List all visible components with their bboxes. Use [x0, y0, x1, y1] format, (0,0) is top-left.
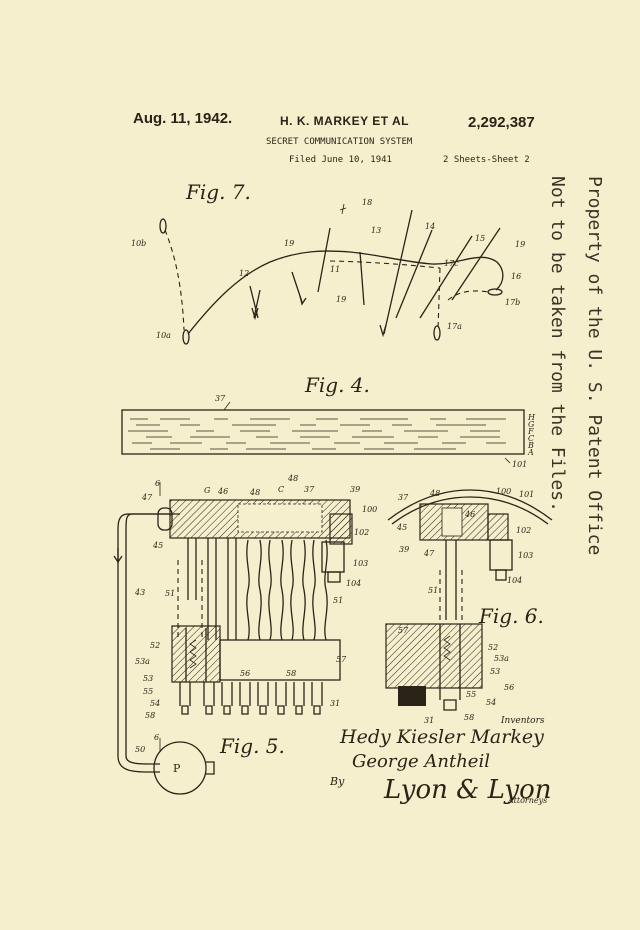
- sheet-count: 2 Sheets-Sheet 2: [443, 155, 530, 165]
- ref-label: 19: [284, 239, 294, 248]
- figure-4-drawing: 37 H G F C B A 101: [121, 394, 536, 469]
- ref-label: 51: [165, 589, 175, 598]
- ref-label: 17a: [447, 322, 462, 331]
- ref-label: 37: [304, 485, 315, 494]
- ref-label: B: [527, 441, 534, 450]
- ref-label: 51: [333, 596, 343, 605]
- ref-label: 104: [507, 576, 522, 585]
- ref-label: 46: [217, 487, 228, 496]
- ref-label: 6: [154, 733, 159, 742]
- patent-number: 2,292,387: [468, 114, 535, 131]
- by-label: By: [330, 775, 345, 788]
- ref-label: 56: [240, 669, 250, 678]
- ref-label: 10a: [156, 331, 171, 340]
- filed-date: Filed June 10, 1941: [289, 155, 392, 165]
- patent-title: SECRET COMMUNICATION SYSTEM: [266, 137, 413, 147]
- ref-label: 101: [519, 490, 534, 499]
- ref-label: 101: [512, 460, 527, 469]
- ref-label: 55: [466, 690, 476, 699]
- ref-label: 102: [354, 528, 369, 537]
- ref-label: 14: [425, 222, 435, 231]
- ref-label: 48: [249, 488, 260, 497]
- ref-label: 39: [399, 545, 409, 554]
- ref-label: 100: [496, 487, 511, 496]
- ref-label: 52: [488, 643, 498, 652]
- inventor-signature-2: George Antheil: [352, 751, 490, 772]
- ref-label: 15: [475, 234, 485, 243]
- figure-7-drawing: 10b 19 12 11 13 14 15 19 18 17c 16 17b 1…: [131, 198, 525, 345]
- ref-label: 55: [143, 687, 153, 696]
- ref-label: 48: [429, 489, 440, 498]
- ref-label: 31: [330, 699, 340, 708]
- ref-label: 104: [346, 579, 361, 588]
- ref-label: 13: [371, 226, 381, 235]
- inventor-signature-1: Hedy Kiesler Markey: [340, 726, 544, 748]
- ref-label: 103: [353, 559, 368, 568]
- ref-label: 43: [134, 588, 145, 597]
- ref-label: 100: [362, 505, 377, 514]
- ref-label: 54: [150, 699, 160, 708]
- ref-label: 58: [145, 711, 155, 720]
- ref-label: 6: [155, 479, 160, 488]
- ref-label: 31: [424, 716, 434, 725]
- ref-label: 52: [150, 641, 160, 650]
- ref-label: 17c: [444, 259, 459, 268]
- ref-label: 19: [336, 295, 346, 304]
- attorney-signature: Lyon & Lyon: [384, 775, 552, 805]
- ref-label: 45: [152, 541, 163, 550]
- ref-label: 12: [239, 269, 249, 278]
- ref-label: 51: [428, 586, 438, 595]
- ref-label: 58: [464, 713, 474, 722]
- ref-label: 54: [486, 698, 496, 707]
- ref-label: 45: [396, 523, 407, 532]
- ref-label: 46: [464, 510, 475, 519]
- ref-label: G: [204, 486, 211, 495]
- ref-label: 57: [336, 655, 347, 664]
- ref-label: 53a: [494, 654, 509, 663]
- ref-label: 47: [423, 549, 435, 558]
- ref-label: 57: [398, 626, 409, 635]
- ref-label: 47: [141, 493, 153, 502]
- ref-label: 37: [215, 394, 226, 403]
- ref-label: 19: [515, 240, 525, 249]
- ref-label: G: [528, 420, 535, 429]
- ref-label: 16: [511, 272, 521, 281]
- figure-5-drawing: P 6 47 G 46: [113, 474, 377, 795]
- figure-7-label: Fig. 7.: [186, 180, 251, 204]
- ref-label: 53: [490, 667, 500, 676]
- ref-label: 102: [516, 526, 531, 535]
- figure-6-drawing: 37 48 100 101 45 46 102 39 47 103 104 51…: [385, 487, 553, 725]
- ref-label: 53a: [135, 657, 150, 666]
- ref-label: 37: [398, 493, 409, 502]
- ref-label: 53: [143, 674, 153, 683]
- ref-label: 11: [330, 265, 340, 274]
- ref-label: 39: [350, 485, 360, 494]
- patent-inventor: H. K. MARKEY ET AL: [280, 114, 410, 128]
- figure-5-label: Fig. 5.: [220, 734, 285, 758]
- pump-label: P: [173, 762, 181, 775]
- ref-label: 58: [286, 669, 296, 678]
- ref-label: 103: [518, 551, 533, 560]
- ref-label: 10b: [131, 239, 146, 248]
- ref-label: 56: [504, 683, 514, 692]
- ref-label: C: [278, 485, 284, 494]
- ref-label: F: [527, 427, 534, 436]
- ref-label: 48: [287, 474, 298, 483]
- inventors-label: Inventors: [501, 716, 545, 726]
- ref-label: 18: [362, 198, 372, 207]
- ref-label: 17b: [505, 298, 520, 307]
- ref-label: C: [528, 434, 534, 443]
- ref-label: 50: [135, 745, 145, 754]
- figure-4-label: Fig. 4.: [305, 373, 370, 397]
- figure-6-label: Fig. 6.: [479, 604, 544, 628]
- ref-label: H: [527, 413, 536, 422]
- ref-label: A: [527, 448, 534, 457]
- patent-date: Aug. 11, 1942.: [133, 110, 233, 127]
- attorneys-label: Attorneys: [508, 796, 548, 805]
